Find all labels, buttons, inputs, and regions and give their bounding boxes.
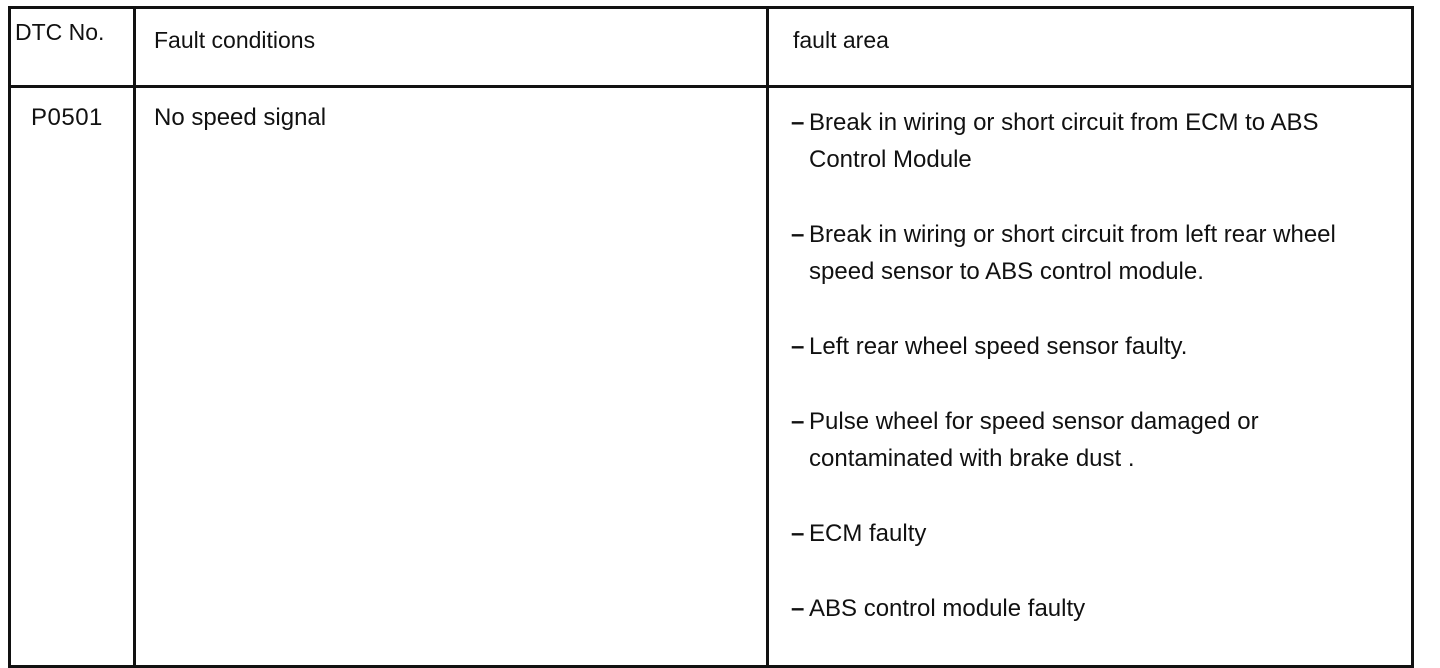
fault-area-text: ABS control module faulty [809,595,1086,622]
header-fault-area: fault area [766,7,1414,88]
dash-bullet: – [791,333,805,360]
table-header-row: DTC No. Fault conditions fault area [8,7,1414,88]
fault-code-table: DTC No. Fault conditions fault area P050… [8,6,1414,668]
list-item: – Break in wiring or short circuit from … [791,104,1411,178]
list-item: – Left rear wheel speed sensor faulty. [791,328,1411,365]
dash-bullet: – [791,520,805,547]
list-item: – Break in wiring or short circuit from … [791,216,1411,290]
fault-area-text: Break in wiring or short circuit from le… [809,221,1336,285]
dash-bullet: – [791,221,805,248]
list-item: – Pulse wheel for speed sensor damaged o… [791,403,1411,477]
fault-area-text: ECM faulty [809,520,927,547]
fault-area-text: Break in wiring or short circuit from EC… [809,109,1319,173]
header-fault-conditions: Fault conditions [133,7,769,88]
dash-bullet: – [791,408,805,435]
dtc-code-cell: P0501 [8,86,136,667]
list-item: – ECM faulty [791,515,1411,552]
dash-bullet: – [791,109,805,136]
table-row: P0501 No speed signal – Break in wiring … [8,86,1414,667]
fault-area-text: Left rear wheel speed sensor faulty. [809,333,1188,360]
fault-condition-cell: No speed signal [133,86,769,667]
fault-area-text: Pulse wheel for speed sensor damaged or … [809,408,1259,472]
fault-area-list: – Break in wiring or short circuit from … [791,104,1411,627]
dash-bullet: – [791,595,805,622]
header-dtc-no: DTC No. [8,7,136,88]
fault-area-cell: – Break in wiring or short circuit from … [766,86,1414,667]
list-item: – ABS control module faulty [791,590,1411,627]
